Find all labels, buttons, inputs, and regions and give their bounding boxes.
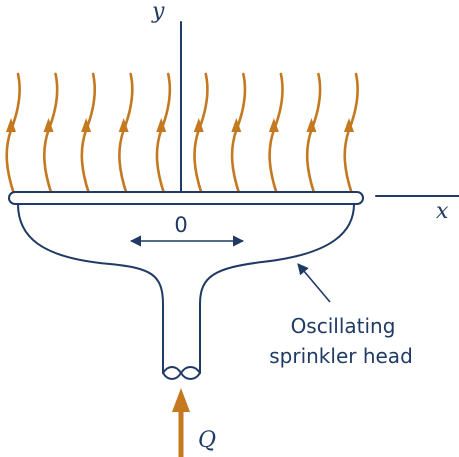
sprinkler-head-body (17, 203, 355, 374)
water-jet-8 (268, 72, 284, 196)
x-axis-label: x (436, 199, 449, 224)
water-jet-2 (42, 72, 59, 196)
y-axis-label: y (151, 0, 165, 24)
water-jet-arrowhead-2 (43, 118, 54, 132)
annotation-line-1: Oscillating (291, 314, 396, 338)
water-jet-10 (343, 72, 359, 196)
water-jet-arrowhead-6 (193, 118, 204, 132)
sprinkler-rim (8, 191, 364, 205)
water-jet-4 (118, 72, 134, 196)
water-jet-arrowhead-4 (118, 118, 129, 132)
water-jet-1 (5, 72, 21, 196)
water-jet-arrowhead-5 (156, 118, 167, 132)
water-jet-9 (305, 72, 322, 196)
water-jet-arrowhead-1 (6, 118, 16, 132)
inflow-label: Q (198, 428, 216, 453)
water-jet-arrowhead-7 (231, 118, 242, 132)
inflow-arrow-head (172, 388, 190, 412)
water-jet-arrowhead-3 (81, 118, 92, 132)
water-jet-arrowhead-8 (268, 118, 279, 132)
water-jets (5, 72, 359, 196)
water-jet-arrowhead-10 (344, 118, 354, 132)
pipe-break (162, 366, 201, 380)
water-jet-5 (155, 72, 172, 196)
annotation-pointer (297, 263, 331, 303)
water-jet-arrowhead-9 (306, 118, 317, 132)
annotation-line-2: sprinkler head (269, 344, 413, 368)
water-jet-7 (230, 72, 247, 196)
water-jet-3 (80, 72, 96, 196)
water-jet-6 (193, 72, 209, 196)
center-label: 0 (174, 213, 187, 237)
